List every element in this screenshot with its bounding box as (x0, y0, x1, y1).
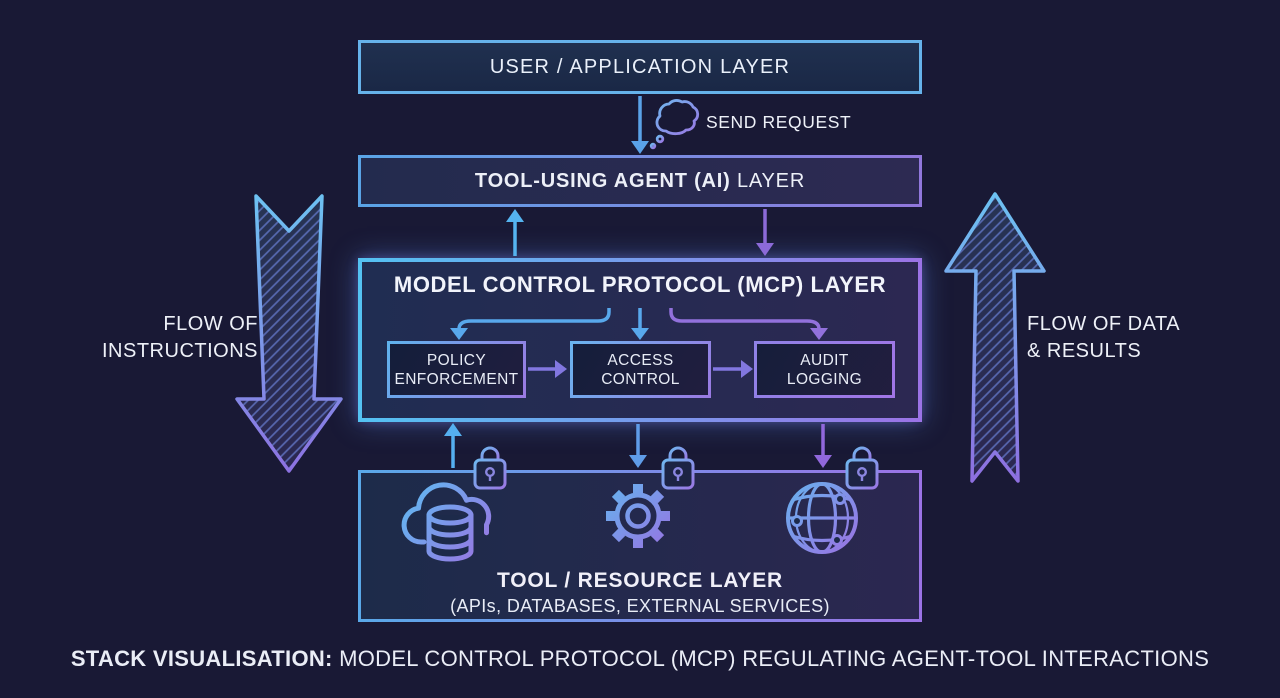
send-request-label: SEND REQUEST (706, 112, 852, 132)
user-layer-label: USER / APPLICATION LAYER (489, 55, 791, 78)
caption-rest: MODEL CONTROL PROTOCOL (MCP) REGULATING … (332, 646, 1210, 671)
mcp-to-agent-up-arrow (506, 209, 524, 256)
flow-of-instructions-label: FLOW OF INSTRUCTIONS (102, 313, 258, 362)
tool-using-agent-layer-box: TOOL-USING AGENT (AI) LAYER (358, 155, 922, 207)
caption: STACK VISUALISATION: MODEL CONTROL PROTO… (0, 646, 1280, 672)
mcp-layer-title: MODEL CONTROL PROTOCOL (MCP) LAYER (393, 272, 887, 297)
audit-logging-label-line1: AUDIT (800, 351, 849, 369)
agent-to-mcp-down-arrow (756, 209, 774, 256)
audit-logging-box: AUDIT LOGGING (754, 341, 895, 398)
mcp-to-tool-down-arrow-mid (629, 424, 647, 468)
policy-enforcement-label-line2: ENFORCEMENT (394, 370, 519, 388)
policy-enforcement-box: POLICY ENFORCEMENT (387, 341, 526, 398)
tool-resource-layer-title: TOOL / RESOURCE LAYER (497, 569, 783, 592)
caption-bold: STACK VISUALISATION: (70, 646, 333, 671)
access-control-box: ACCESS CONTROL (570, 341, 711, 398)
access-control-label-line2: CONTROL (601, 370, 680, 388)
user-to-agent-arrow (631, 96, 649, 154)
tool-to-mcp-up-arrow (444, 423, 462, 468)
mcp-layer-box: MODEL CONTROL PROTOCOL (MCP) LAYER (358, 258, 922, 422)
audit-logging-label-line2: LOGGING (786, 370, 863, 388)
flow-of-data-results-label: FLOW OF DATA & RESULTS (1027, 313, 1181, 362)
agent-layer-label: TOOL-USING AGENT (AI) LAYER (474, 169, 806, 192)
thought-bubble-icon (649, 99, 700, 150)
user-application-layer-box: USER / APPLICATION LAYER (358, 40, 922, 94)
tool-resource-layer-subtitle: (APIs, DATABASES, EXTERNAL SERVICES) (450, 596, 830, 616)
access-control-label-line1: ACCESS (607, 351, 674, 369)
mcp-to-tool-down-arrow-right (814, 424, 832, 468)
policy-enforcement-label-line1: POLICY (426, 351, 487, 369)
